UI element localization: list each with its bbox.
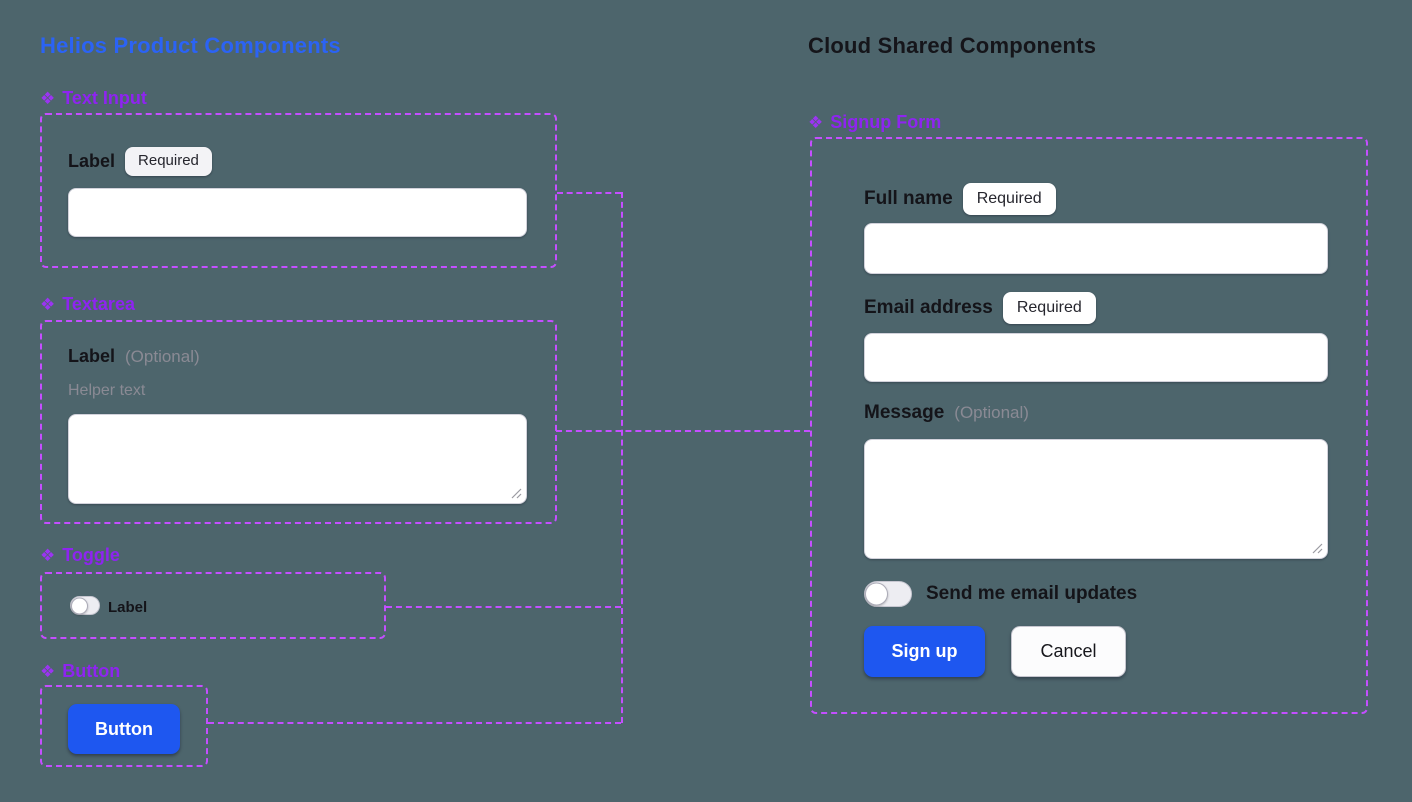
- component-header-toggle[interactable]: ❖ Toggle: [40, 545, 120, 566]
- text-input-required-badge: Required: [125, 147, 212, 176]
- textarea-field[interactable]: [69, 415, 526, 503]
- full-name-input[interactable]: [865, 224, 1327, 273]
- component-header-text-input[interactable]: ❖ Text Input: [40, 88, 147, 109]
- textarea-label: Label: [68, 346, 116, 366]
- text-input-field[interactable]: [69, 189, 526, 236]
- component-box-toggle: Label: [40, 572, 386, 639]
- component-title-textarea: Textarea: [62, 294, 135, 314]
- component-title-text-input: Text Input: [62, 88, 147, 108]
- cloud-page-title: Cloud Shared Components: [808, 33, 1097, 58]
- component-box-textarea: Label (Optional) Helper text: [40, 320, 557, 524]
- component-box-button: Button: [40, 685, 208, 767]
- component-title-toggle: Toggle: [62, 545, 120, 565]
- message-optional-text: (Optional): [954, 403, 1029, 422]
- full-name-label: Full name: [864, 188, 953, 209]
- cancel-button[interactable]: Cancel: [1011, 626, 1126, 677]
- component-header-textarea[interactable]: ❖ Textarea: [40, 294, 135, 315]
- full-name-required-badge: Required: [962, 183, 1056, 215]
- component-diamond-icon: ❖: [40, 89, 56, 108]
- connector-toggle: [386, 606, 621, 608]
- component-title-signup-form: Signup Form: [830, 112, 942, 132]
- connector-trunk: [621, 192, 623, 723]
- component-title-button: Button: [62, 661, 121, 681]
- email-updates-label: Send me email updates: [926, 583, 1138, 604]
- toggle-knob: [865, 582, 888, 606]
- message-textarea[interactable]: [865, 440, 1327, 558]
- component-diamond-icon: ❖: [40, 662, 56, 681]
- resize-handle-icon[interactable]: [1311, 542, 1323, 554]
- connector-text-input: [557, 192, 621, 194]
- connector-button: [208, 722, 621, 724]
- email-label: Email address: [864, 297, 993, 318]
- component-diamond-icon: ❖: [40, 546, 56, 565]
- toggle-knob: [71, 597, 88, 614]
- textarea-helper-text: Helper text: [68, 382, 146, 399]
- email-input[interactable]: [865, 334, 1327, 381]
- toggle-label: Label: [108, 599, 148, 616]
- component-diamond-icon: ❖: [40, 295, 56, 314]
- email-required-badge: Required: [1002, 292, 1096, 324]
- connector-textarea-to-signup-form: [556, 430, 810, 432]
- text-input-label: Label: [68, 150, 116, 171]
- component-header-button[interactable]: ❖ Button: [40, 661, 120, 682]
- button-component[interactable]: Button: [68, 704, 180, 754]
- resize-handle-icon[interactable]: [510, 487, 522, 499]
- component-diamond-icon: ❖: [808, 113, 824, 132]
- email-updates-toggle[interactable]: [864, 581, 912, 607]
- helios-page-title: Helios Product Components: [40, 33, 341, 58]
- toggle-switch[interactable]: [70, 596, 100, 615]
- message-label: Message: [864, 402, 945, 423]
- component-box-signup-form: Full name Required Email address Require…: [810, 137, 1368, 714]
- component-box-text-input: Label Required: [40, 113, 557, 268]
- textarea-optional-text: (Optional): [125, 346, 200, 366]
- component-header-signup-form[interactable]: ❖ Signup Form: [808, 112, 941, 133]
- signup-button[interactable]: Sign up: [864, 626, 985, 677]
